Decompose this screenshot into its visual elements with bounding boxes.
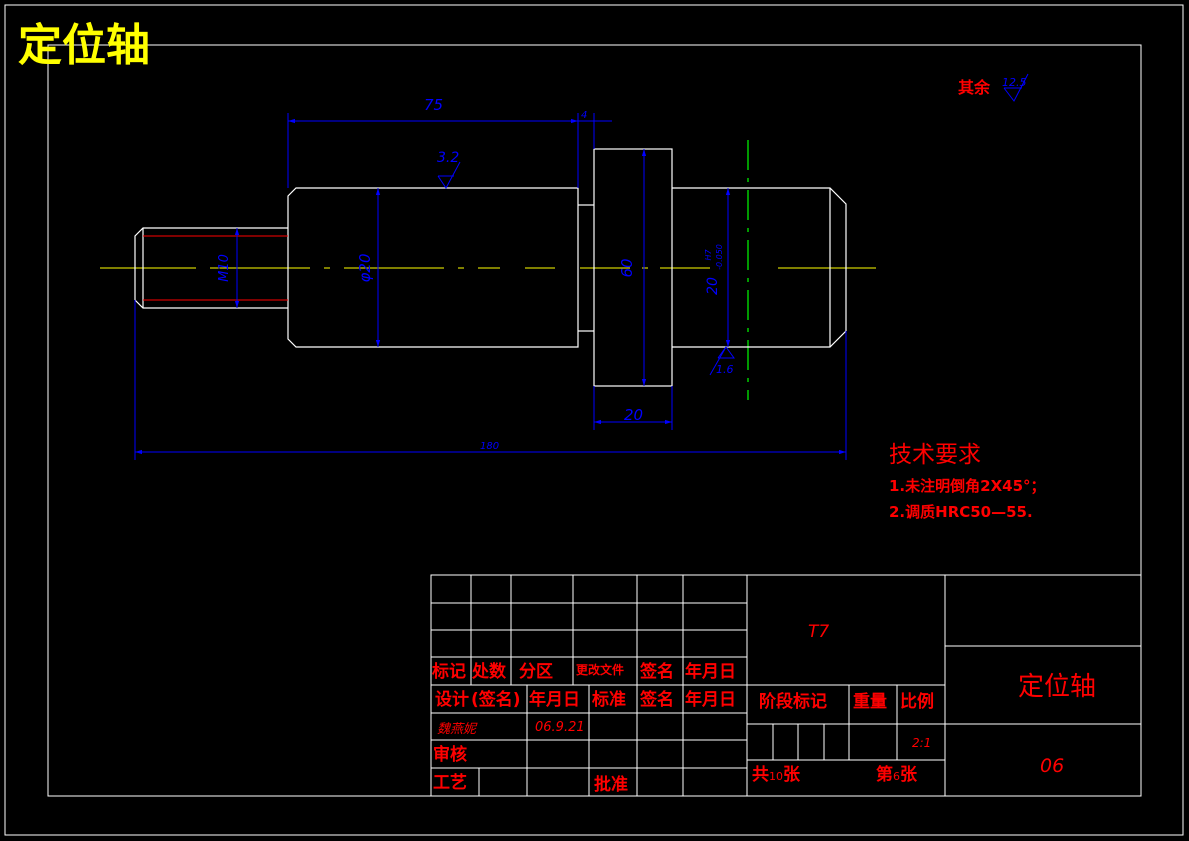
scale-value: 2:1	[912, 736, 931, 750]
dim-phi20: φ20	[356, 254, 374, 283]
weight-label: 重量	[853, 691, 887, 712]
roughness-main-value: 3.2	[437, 150, 459, 166]
sheet-number: 第6张	[876, 764, 918, 785]
roughness-rest-value: 12.5	[1002, 76, 1027, 89]
tech-heading: 技术要求	[889, 442, 981, 468]
title-block	[430, 574, 1142, 797]
hdr-standard-sign: 签名	[639, 689, 674, 710]
hdr-date: 年月日	[685, 661, 736, 682]
dim-20-fit: 20	[705, 277, 721, 295]
review-label: 审核	[433, 744, 467, 765]
roughness-symbol-main	[437, 161, 461, 189]
dim-fit-lower: -0.050	[715, 244, 724, 270]
dim-60: 60	[618, 258, 636, 277]
outer-border	[4, 4, 1184, 836]
roughness-rest-label: 其余	[958, 78, 991, 97]
tech-item-2: 2.调质HRC50—55.	[889, 503, 1033, 521]
hdr-change-doc: 更改文件	[576, 662, 624, 677]
hdr-standard: 标准	[592, 689, 626, 710]
scale-label: 比例	[900, 691, 934, 712]
dimension-lines	[134, 113, 847, 460]
hdr-design-sign: (签名)	[471, 689, 521, 710]
designer-name: 魏燕妮	[437, 722, 478, 737]
hdr-sign: 签名	[639, 661, 674, 682]
dim-4: 4	[581, 110, 587, 121]
hdr-mark: 标记	[432, 661, 466, 682]
dim-fit-upper: H7	[704, 249, 713, 261]
dim-m10: M10	[217, 254, 232, 282]
stage-mark-label: 阶段标记	[759, 691, 827, 712]
process-label: 工艺	[433, 772, 467, 793]
dim-75: 75	[424, 96, 443, 114]
roughness-symbol-rest	[1003, 73, 1029, 102]
hdr-design: 设计	[435, 689, 469, 710]
design-date: 06.9.21	[535, 720, 585, 735]
sheets-total: 共10张	[752, 765, 801, 785]
dim-20-collar: 20	[624, 406, 643, 424]
hdr-design-date: 年月日	[529, 689, 580, 710]
roughness-bore-value: 1.6	[716, 363, 734, 376]
thread-lines	[143, 235, 288, 301]
roughness-symbol-bore	[709, 346, 735, 376]
material: T7	[808, 622, 829, 642]
hdr-standard-date: 年月日	[685, 689, 736, 710]
hdr-zone: 分区	[519, 662, 553, 682]
dim-180: 180	[480, 441, 499, 452]
tech-item-1: 1.未注明倒角2X45°；	[889, 477, 1046, 495]
part-name: 定位轴	[1018, 672, 1096, 702]
hdr-count: 处数	[471, 661, 507, 682]
drawing-number: 06	[1040, 755, 1064, 777]
drawing-title: 定位轴	[18, 20, 150, 71]
approve-label: 批准	[594, 774, 628, 795]
